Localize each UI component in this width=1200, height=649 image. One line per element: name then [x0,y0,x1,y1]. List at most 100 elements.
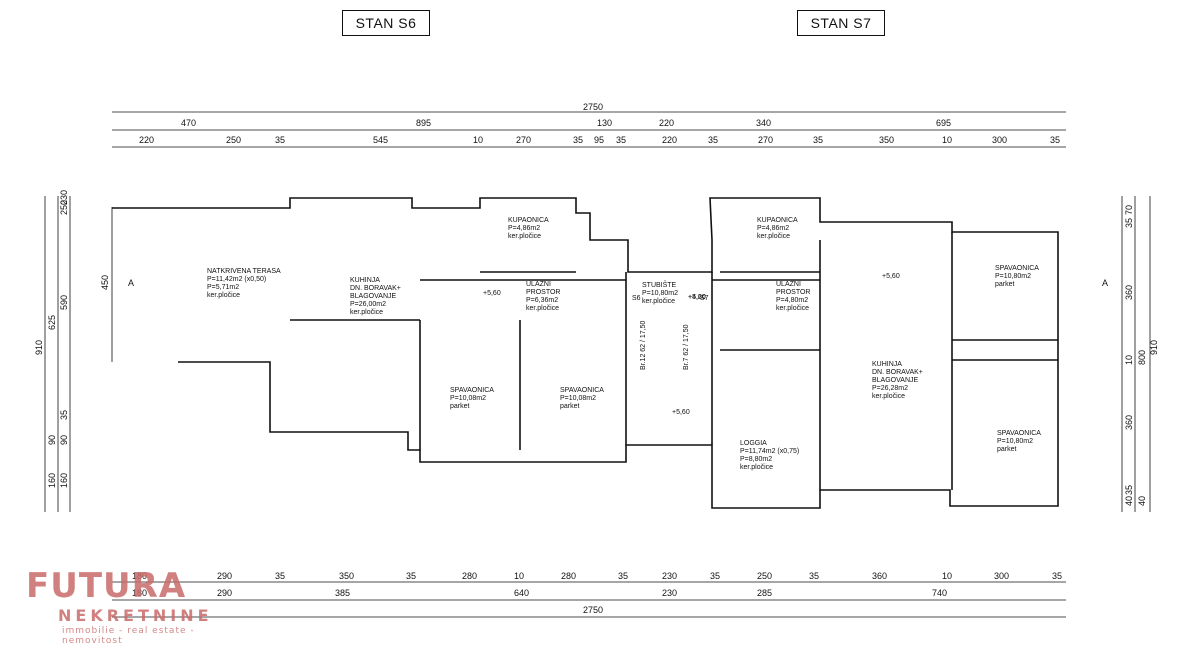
room-label-kuhinja-s7: KUHINJA [872,361,902,368]
dimension-top: 10 [473,135,483,145]
dimension-top: 35 [708,135,718,145]
dimension-top-total: 2750 [583,102,603,112]
room-label-spavaonica-s7b: parket [997,446,1017,453]
room-label-ulazni-s7: PROSTOR [776,289,811,296]
room-label-kupaonica-s6: ker.pločice [508,233,541,240]
walls [112,197,1059,509]
dimension-top: 35 [813,135,823,145]
room-label-spavaonica-s6a: SPAVAONICA [450,387,494,394]
room-label-stubiste: P=10,80m2 [642,290,678,297]
dimension-left: 90 [59,435,69,445]
dimension-top: 300 [992,135,1007,145]
dimension-top: 270 [758,135,773,145]
dimension-right: 40 [1137,496,1147,506]
room-label-spavaonica-s7b: SPAVAONICA [997,430,1041,437]
room-label-kuhinja-s6: ker.pločice [350,309,383,316]
room-label-spavaonica-s7b: P=10,80m2 [997,438,1033,445]
dimension-left: 35 [59,410,69,420]
room-label-spavaonica-s6b: P=10,08m2 [560,395,596,402]
room-label-ulazni-s7: P=4,80m2 [776,297,808,304]
dimension-right: 35 [1124,218,1134,228]
room-label-terasa: P=11,42m2 (x0,50) [207,276,266,283]
level-mark: +5,60 [882,273,900,280]
dimension-bottom: 35 [809,571,819,581]
dimension-bottom: 290 [217,571,232,581]
dimension-top: 220 [662,135,677,145]
room-label-kuhinja-s7: ker.pločice [872,393,905,400]
dimension-bottom: 10 [514,571,524,581]
dimension-bottom-total: 2750 [583,605,603,615]
room-label-kupaonica-s7: ker.pločice [757,233,790,240]
level-mark: +5,60 [672,409,690,416]
dimension-left: 90 [47,435,57,445]
room-label-kuhinja-s6: P=26,00m2 [350,301,386,308]
room-label-terasa: NATKRIVENA TERASA [207,268,281,275]
dimension-top: 35 [275,135,285,145]
dimension-bottom: 285 [757,588,772,598]
room-label-spavaonica-s6b: parket [560,403,580,410]
room-label-kuhinja-s6: DN. BORAVAK+ [350,285,401,292]
room-label-kuhinja-s6: KUHINJA [350,277,380,284]
room-label-stubiste: STUBIŠTE [642,280,677,289]
dimension-bottom: 290 [217,588,232,598]
level-mark: +4,20 [688,294,706,301]
dimension-bottom: 350 [339,571,354,581]
dimension-top: 220 [139,135,154,145]
stair-label-s7: S7 [700,295,709,302]
dimension-bottom: 280 [561,571,576,581]
dimension-right: 800 [1137,350,1147,365]
dimension-bottom: 35 [1052,571,1062,581]
room-label-loggia: ker.pločice [740,464,773,471]
dimension-bottom: 385 [335,588,350,598]
dimension-bottom: 280 [462,571,477,581]
room-label-ulazni-s7: ULAZNI [776,281,801,288]
room-label-terasa: P=5,71m2 [207,284,239,291]
dimension-bottom: 35 [710,571,720,581]
dimension-bottom: 35 [406,571,416,581]
room-label-spavaonica-s6a: parket [450,403,470,410]
dimension-left: 625 [47,315,57,330]
room-label-kupaonica-s7: P=4,86m2 [757,225,789,232]
dimension-left: 250 [59,200,69,215]
room-label-terasa: ker.pločice [207,292,240,299]
dimension-bottom: 360 [872,571,887,581]
dimension-left: 590 [59,295,69,310]
dimension-top: 695 [936,118,951,128]
dimension-bottom: 640 [514,588,529,598]
logo-main-text: FUTURA [26,566,187,606]
level-mark: +5,60 [688,294,706,301]
dimension-right: 360 [1124,415,1134,430]
dimension-bottom: 740 [932,588,947,598]
dimension-left: 160 [59,473,69,488]
logo-tagline: immobilie - real estate - nemovitost [62,626,195,646]
room-label-kuhinja-s7: BLAGOVANJE [872,377,918,384]
room-label-spavaonica-s6b: SPAVAONICA [560,387,604,394]
dimension-bottom: 230 [662,571,677,581]
dimension-bottom: 35 [618,571,628,581]
dimension-left: 910 [34,340,44,355]
dimension-top: 340 [756,118,771,128]
dimension-bottom: 180 [132,588,147,598]
stair-label-right: Br.7 62 / 17,50 [683,324,690,370]
room-label-kupaonica-s7: KUPAONICA [757,217,798,224]
room-label-loggia: LOGGIA [740,440,767,447]
room-label-loggia: P=11,74m2 (x0,75) [740,448,799,455]
dimension-bottom: 10 [942,571,952,581]
room-label-spavaonica-s7a: SPAVAONICA [995,265,1039,272]
dimension-right: 40 [1124,496,1134,506]
room-label-kuhinja-s7: DN. BORAVAK+ [872,369,923,376]
dimension-right: 10 [1124,355,1134,365]
title-stan-s7: STAN S7 [797,10,885,36]
title-stan-s6: STAN S6 [342,10,430,36]
dimension-bottom: 300 [994,571,1009,581]
dimension-lines [44,111,1151,618]
dimension-bottom: 180 [132,571,147,581]
dimension-top: 95 [594,135,604,145]
dimension-right: 910 [1149,340,1159,355]
dimension-bottom: 250 [757,571,772,581]
room-label-ulazni-s6: P=6,36m2 [526,297,558,304]
room-label-kuhinja-s7: P=26,28m2 [872,385,908,392]
dimension-top: 895 [416,118,431,128]
